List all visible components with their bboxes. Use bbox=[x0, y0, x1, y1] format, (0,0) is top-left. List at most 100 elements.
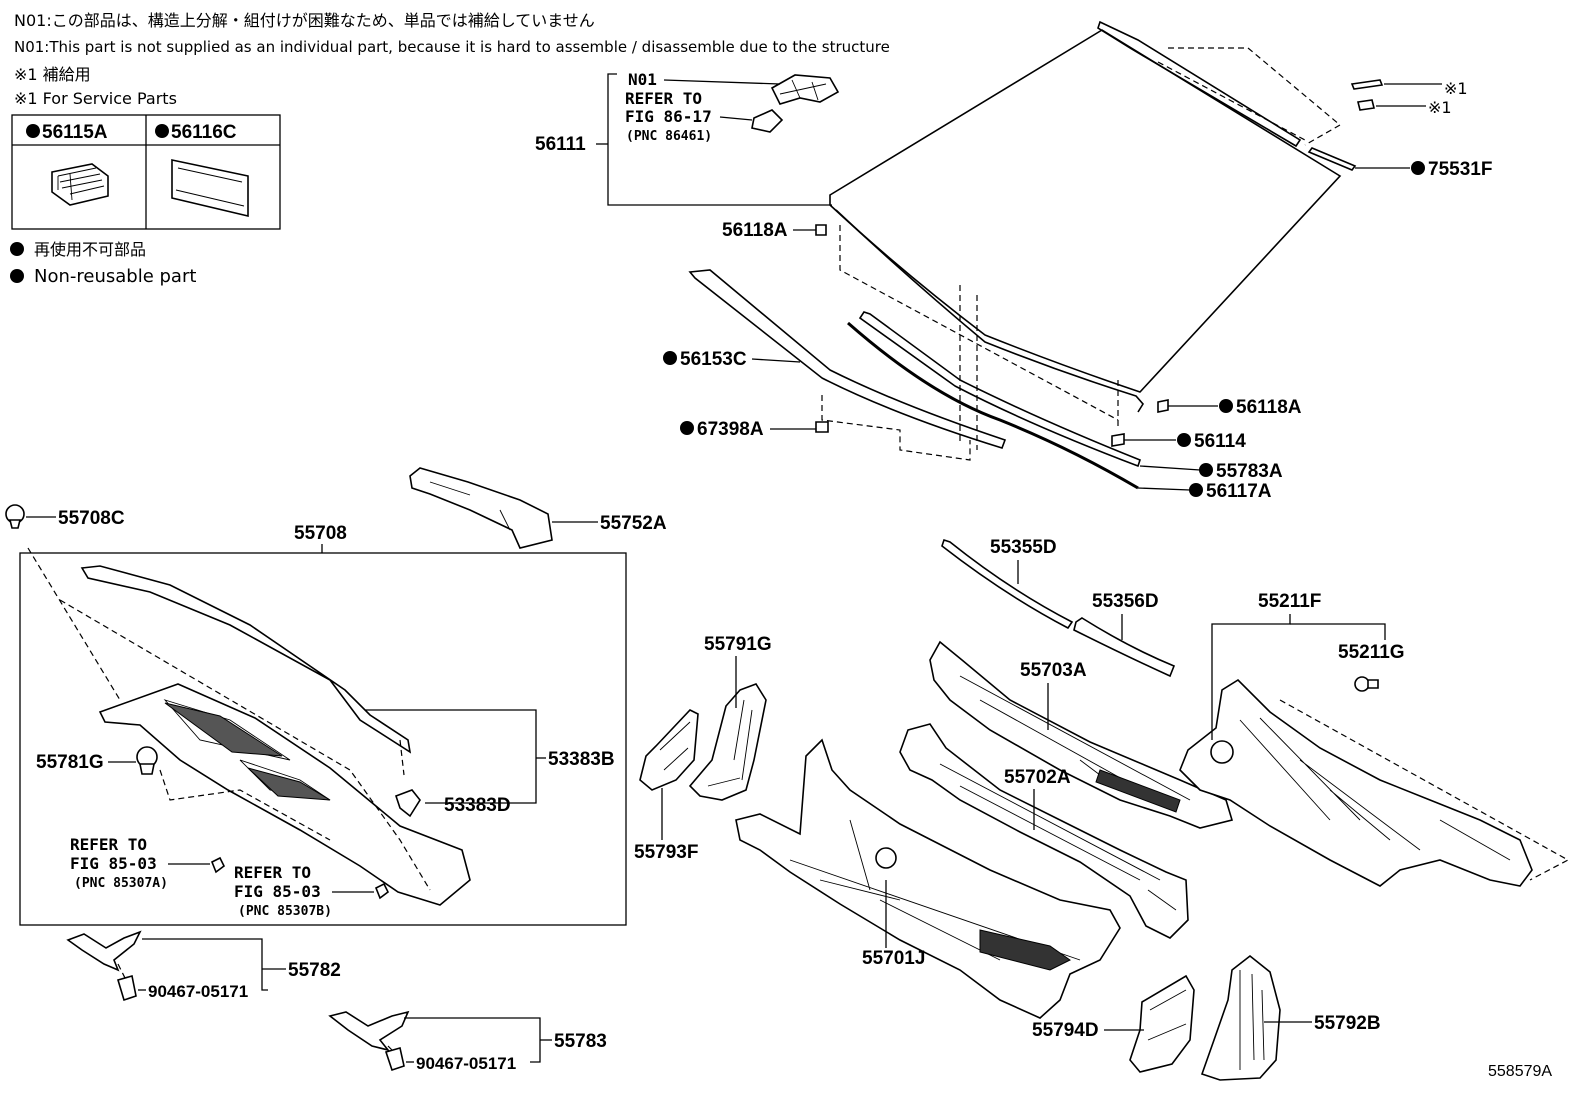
callout-55356d[interactable]: 55356D bbox=[1092, 591, 1159, 640]
tape-56116c-drawing bbox=[171, 159, 249, 218]
windshield-glass[interactable] bbox=[829, 20, 1357, 413]
part-55703a-label[interactable]: 55703A bbox=[1020, 660, 1087, 681]
part-56118a-right-label[interactable]: 56118A bbox=[1236, 397, 1302, 418]
callout-75531f[interactable]: 75531F bbox=[1355, 159, 1492, 180]
callout-67398a[interactable]: 67398A bbox=[680, 419, 829, 440]
callout-56114[interactable]: 56114 bbox=[1111, 431, 1246, 452]
part-55355d-label[interactable]: 55355D bbox=[990, 537, 1057, 558]
service-mark-1: ※1 bbox=[1444, 79, 1468, 98]
callout-56153c[interactable]: 56153C bbox=[663, 349, 801, 370]
part-53383b-label[interactable]: 53383B bbox=[548, 749, 615, 770]
callout-56118a-right[interactable]: 56118A bbox=[1157, 397, 1302, 418]
illustration-id: 558579A bbox=[1488, 1063, 1552, 1080]
part-55356d-label[interactable]: 55356D bbox=[1092, 591, 1159, 612]
nonreusable-dot-icon bbox=[1189, 483, 1203, 497]
part-55702a-label[interactable]: 55702A bbox=[1004, 767, 1071, 788]
callout-55355d[interactable]: 55355D bbox=[990, 537, 1057, 584]
part-55792b-label[interactable]: 55792B bbox=[1314, 1013, 1381, 1034]
n01-label: N01 bbox=[628, 70, 657, 89]
cowl-55702a-drawing[interactable] bbox=[899, 723, 1189, 939]
callout-55703a[interactable]: 55703A bbox=[1020, 660, 1087, 730]
callout-55708[interactable]: 55708 bbox=[294, 523, 347, 553]
part-56118a-left-label[interactable]: 56118A bbox=[722, 220, 788, 241]
callout-55211g[interactable]: 55211G bbox=[1338, 642, 1405, 692]
part-55792b-drawing[interactable] bbox=[1200, 954, 1281, 1081]
part-56111-label[interactable]: 56111 bbox=[535, 134, 586, 155]
callout-53383b[interactable]: 53383B bbox=[365, 709, 615, 804]
part-55708-label[interactable]: 55708 bbox=[294, 523, 347, 544]
part-55783-label[interactable]: 55783 bbox=[554, 1031, 607, 1052]
bracket-55782-drawing[interactable] bbox=[66, 930, 142, 1002]
part-55752a-label[interactable]: 55752A bbox=[600, 513, 667, 534]
lower-moldings[interactable] bbox=[688, 269, 1141, 490]
part-56114-label[interactable]: 56114 bbox=[1194, 431, 1246, 452]
cowl-55211f-drawing[interactable] bbox=[1179, 678, 1570, 887]
seal-55355d-drawing[interactable] bbox=[941, 538, 1074, 630]
fig-85-03-b-label: FIG 85-03 bbox=[234, 882, 321, 901]
callout-55708c[interactable]: 55708C bbox=[5, 504, 125, 529]
pnc-86461-label: (PNC 86461) bbox=[626, 129, 712, 144]
callout-56111[interactable]: 56111 bbox=[535, 134, 608, 155]
nonreusable-dot-icon bbox=[1219, 399, 1233, 413]
part-55781g-label[interactable]: 55781G bbox=[36, 752, 104, 773]
part-90467-05171-b-label[interactable]: 90467-05171 bbox=[416, 1054, 516, 1073]
nonreusable-dot-icon bbox=[26, 124, 40, 138]
dash-panel-55701j-drawing[interactable] bbox=[735, 738, 1121, 1019]
part-67398a-label[interactable]: 67398A bbox=[697, 419, 764, 440]
callout-55782[interactable]: 55782 90467-05171 bbox=[138, 938, 341, 1001]
callout-55783a[interactable]: 55783A bbox=[1139, 461, 1283, 482]
nonreusable-dot-icon bbox=[10, 269, 24, 283]
part-55794d-label[interactable]: 55794D bbox=[1032, 1020, 1099, 1041]
callout-55752a[interactable]: 55752A bbox=[552, 513, 667, 534]
cowl-55703a-drawing[interactable] bbox=[929, 640, 1234, 829]
refer-85-03-a: REFER TO FIG 85-03 (PNC 85307A) bbox=[70, 835, 226, 891]
part-55783a-label[interactable]: 55783A bbox=[1216, 461, 1283, 482]
part-55791g-drawing[interactable] bbox=[688, 683, 767, 801]
legend-nonreusable-jp: 再使用不可部品 bbox=[34, 240, 146, 259]
part-55211g-label[interactable]: 55211G bbox=[1338, 642, 1405, 663]
part-55701j-label[interactable]: 55701J bbox=[862, 948, 925, 969]
note-service-jp: ※1 補給用 bbox=[14, 65, 91, 84]
callout-55211f[interactable]: 55211F bbox=[1211, 591, 1386, 740]
nonreusable-dot-icon bbox=[10, 242, 24, 256]
service-mark-group: ※1 ※1 bbox=[1350, 79, 1468, 117]
part-55708c-label[interactable]: 55708C bbox=[58, 508, 125, 529]
part-55752a-drawing[interactable] bbox=[409, 467, 553, 549]
callout-55783[interactable]: 55783 90467-05171 bbox=[404, 1017, 607, 1073]
bolt-icon bbox=[117, 974, 137, 1002]
callout-55781g[interactable]: 55781G bbox=[36, 746, 158, 775]
callout-55794d[interactable]: 55794D bbox=[1032, 1020, 1144, 1041]
pnc-85307b-label: (PNC 85307B) bbox=[238, 904, 332, 919]
service-cell-a-label[interactable]: 56115A bbox=[42, 122, 108, 143]
callout-55791g[interactable]: 55791G bbox=[704, 634, 772, 708]
part-56117a-label[interactable]: 56117A bbox=[1206, 481, 1272, 502]
callout-53383d[interactable]: 53383D bbox=[394, 789, 511, 818]
n01-brackets[interactable] bbox=[751, 74, 840, 133]
service-cell-b-label[interactable]: 56116C bbox=[171, 122, 237, 143]
callout-56117a[interactable]: 56117A bbox=[1137, 481, 1272, 502]
part-55793f-label[interactable]: 55793F bbox=[634, 842, 698, 863]
part-55211f-label[interactable]: 55211F bbox=[1258, 591, 1321, 612]
seal-55356d-drawing[interactable] bbox=[1073, 617, 1176, 678]
bracket-55783-drawing[interactable] bbox=[328, 1010, 410, 1072]
note-service-en: ※1 For Service Parts bbox=[14, 89, 177, 108]
callout-55793f[interactable]: 55793F bbox=[634, 788, 698, 863]
callout-55792b[interactable]: 55792B bbox=[1264, 1013, 1381, 1034]
part-55791g-label[interactable]: 55791G bbox=[704, 634, 772, 655]
callout-56118a-left[interactable]: 56118A bbox=[722, 220, 827, 241]
part-55782-label[interactable]: 55782 bbox=[288, 960, 341, 981]
note-n01-jp: N01:この部品は、構造上分解・組付けが困難なため、単品では補給していません bbox=[14, 11, 595, 30]
refer-85-03-b: REFER TO FIG 85-03 (PNC 85307B) bbox=[234, 863, 390, 919]
part-55794d-drawing[interactable] bbox=[1129, 974, 1195, 1073]
part-90467-05171-a-label[interactable]: 90467-05171 bbox=[148, 982, 248, 1001]
cowl-top-panel[interactable] bbox=[27, 547, 471, 906]
part-75531f-label[interactable]: 75531F bbox=[1428, 159, 1492, 180]
callout-55702a[interactable]: 55702A bbox=[1004, 767, 1071, 830]
part-56153c-label[interactable]: 56153C bbox=[680, 349, 747, 370]
refer-to-a-label: REFER TO bbox=[70, 835, 147, 854]
callout-55701j[interactable]: 55701J bbox=[862, 880, 925, 969]
part-53383d-label[interactable]: 53383D bbox=[444, 795, 511, 816]
part-55793f-drawing[interactable] bbox=[639, 709, 699, 791]
clip-55781g-icon bbox=[136, 746, 158, 775]
